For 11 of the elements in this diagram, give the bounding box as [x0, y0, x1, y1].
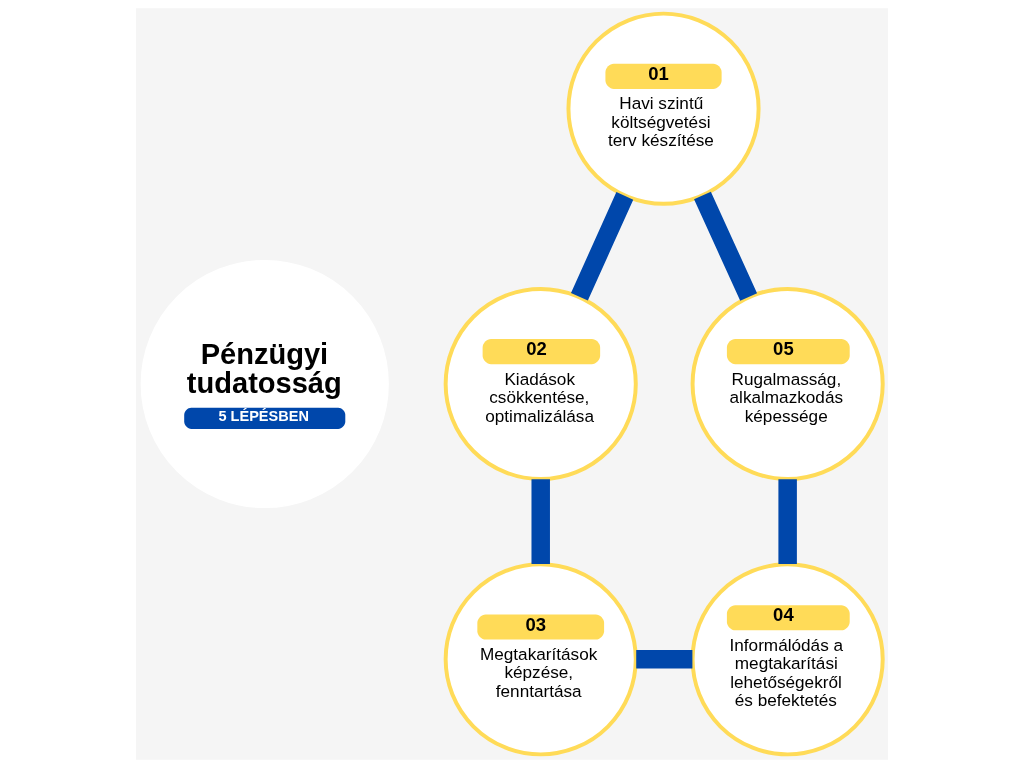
- connector: [636, 650, 693, 669]
- node-circle: 02 Kiadások csökkentése, optimalizálása: [443, 286, 638, 482]
- connector: [778, 479, 797, 564]
- node-circle: 04 Informálódás a megtakarítási lehetőségekről és befektetés: [690, 562, 885, 757]
- node-circle: Pénzügyi tudatosság 5 LÉPÉSBEN: [140, 259, 389, 509]
- node-circle: 03 Megtakarítások képzése, fenntartása: [443, 562, 638, 757]
- connector: [531, 479, 550, 564]
- node-circle: 01 Havi szintű költségvetési terv készítése: [566, 11, 761, 206]
- node-circle: 05 Rugalmasság, alkalmazkodás képessége: [690, 286, 885, 482]
- connector: [694, 191, 758, 301]
- connector: [571, 192, 634, 301]
